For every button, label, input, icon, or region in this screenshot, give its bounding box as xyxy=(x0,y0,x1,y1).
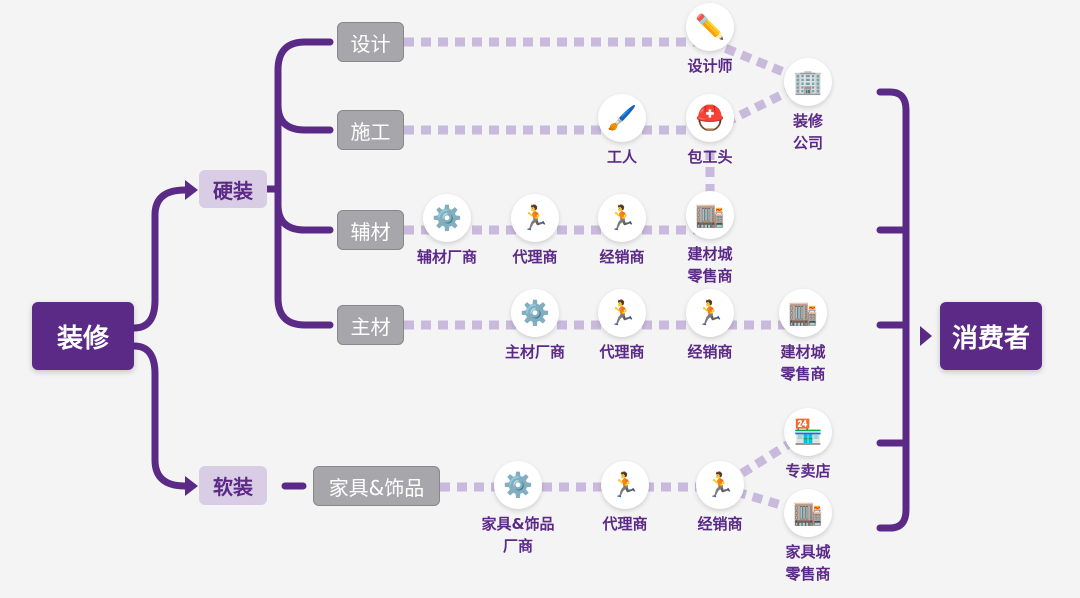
node-label: 工人 xyxy=(606,148,638,166)
buildings-icon: 🏬 xyxy=(784,489,832,537)
running-person-icon: 🏃 xyxy=(598,289,646,337)
hard-item-construction: 施工 xyxy=(337,110,404,150)
soft-item-furniture: 家具&饰品 xyxy=(313,466,440,506)
node-label: 辅材厂商 xyxy=(416,248,478,266)
node-label: 建材城 零售商 xyxy=(687,245,733,285)
category-hard-decoration: 硬装 xyxy=(199,170,267,208)
node-label: 包工头 xyxy=(687,148,733,166)
running-person-icon: 🏃 xyxy=(598,194,646,242)
node-label: 经销商 xyxy=(687,343,733,361)
root-to-hard-connector xyxy=(130,186,189,332)
running-person-icon: 🏃 xyxy=(601,461,649,509)
running-person-icon: 🏃 xyxy=(696,461,744,509)
node-label: 代理商 xyxy=(602,515,648,533)
running-person-icon: 🏃 xyxy=(686,289,734,337)
root-node-renovation: 装修 xyxy=(32,302,134,370)
pencil-icon: ✏️ xyxy=(686,3,734,51)
node-label: 设计师 xyxy=(687,57,733,75)
hard-item-main-materials: 主材 xyxy=(337,305,404,345)
node-label: 经销商 xyxy=(697,515,743,533)
node-label: 家具城 零售商 xyxy=(785,543,831,583)
gears-icon: ⚙️ xyxy=(423,194,471,242)
gears-icon: ⚙️ xyxy=(511,289,559,337)
consumer-bracket xyxy=(876,88,910,532)
hard-bracket xyxy=(274,38,334,329)
root-to-soft-connector xyxy=(130,342,189,490)
target-node-consumer: 消费者 xyxy=(940,302,1042,370)
node-label: 建材城 零售商 xyxy=(780,343,826,383)
hard-hat-icon: ⛑️ xyxy=(686,94,734,142)
storefront-icon: 🏪 xyxy=(784,408,832,456)
running-person-icon: 🏃 xyxy=(511,194,559,242)
hard-item-auxiliary-materials: 辅材 xyxy=(337,210,404,250)
category-soft-decoration: 软装 xyxy=(199,466,267,505)
node-label: 主材厂商 xyxy=(504,343,566,361)
office-building-icon: 🏢 xyxy=(784,58,832,106)
buildings-icon: 🏬 xyxy=(686,191,734,239)
hard-item-design: 设计 xyxy=(337,22,404,62)
node-label: 家具&饰品 厂商 xyxy=(481,515,555,555)
node-label: 经销商 xyxy=(599,248,645,266)
node-label: 代理商 xyxy=(512,248,558,266)
buildings-icon: 🏬 xyxy=(779,289,827,337)
node-label: 专卖店 xyxy=(785,462,831,480)
paint-roller-icon: 🖌️ xyxy=(598,94,646,142)
node-label: 装修 公司 xyxy=(792,112,824,152)
node-label: 代理商 xyxy=(599,343,645,361)
gears-icon: ⚙️ xyxy=(494,461,542,509)
